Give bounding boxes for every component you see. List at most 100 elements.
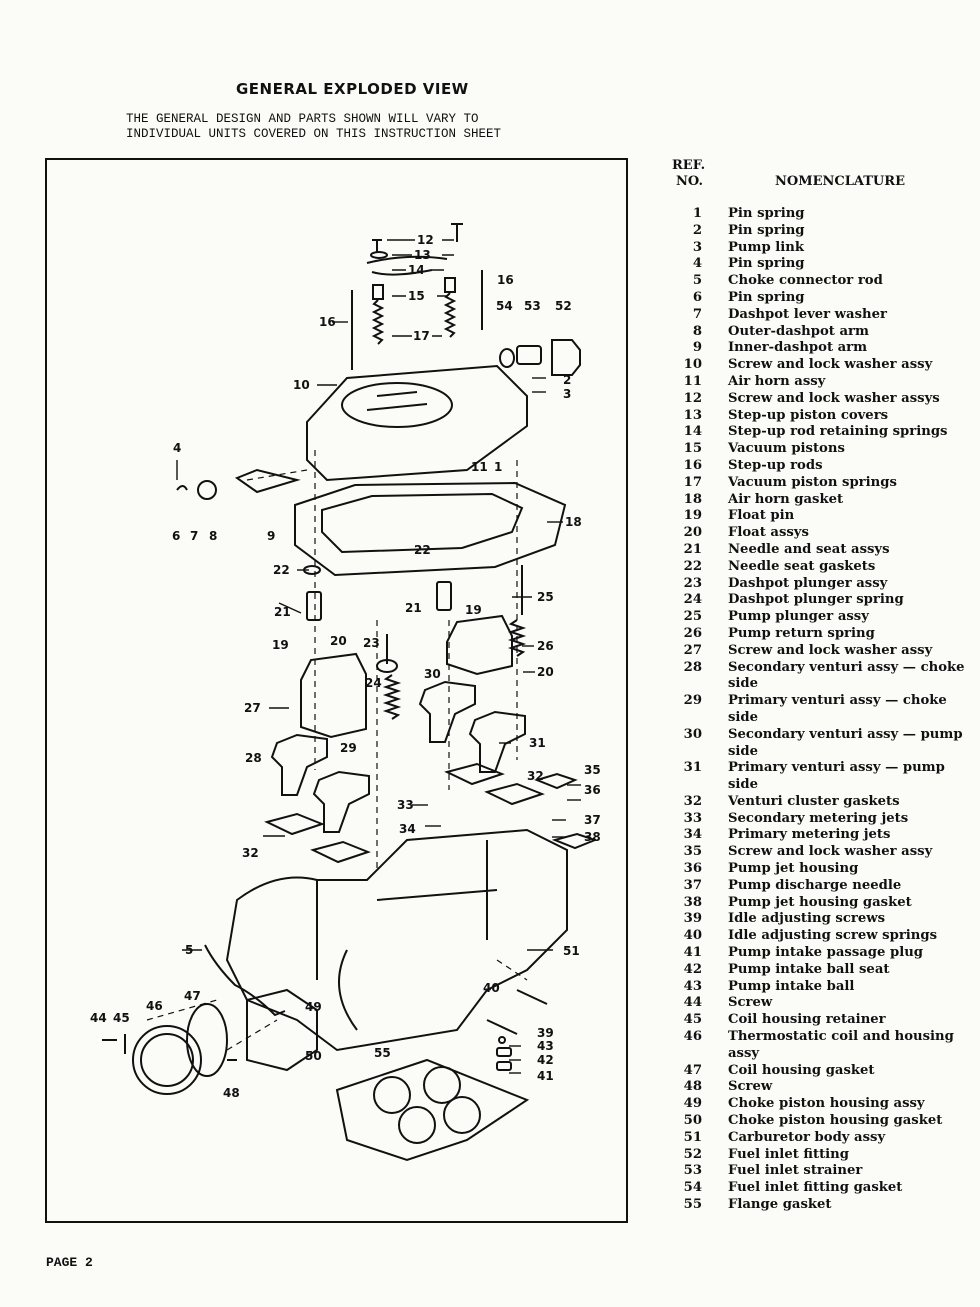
part-ref-number: 18 bbox=[683, 491, 702, 507]
callout-47: 47 bbox=[184, 989, 201, 1003]
parts-list-item: 1 Pin spring bbox=[660, 206, 970, 223]
callout-16-right: 16 bbox=[497, 273, 514, 287]
callout-27: 27 bbox=[244, 701, 261, 715]
part-ref-number: 17 bbox=[683, 474, 702, 490]
callout-32-right: 32 bbox=[527, 769, 544, 783]
callout-11: 11 bbox=[471, 460, 488, 474]
part-name: Pump intake ball bbox=[728, 978, 855, 994]
part-ref-number: 1 bbox=[692, 206, 702, 221]
callout-52: 52 bbox=[555, 299, 572, 313]
part-ref-number: 46 bbox=[683, 1029, 702, 1045]
callout-50: 50 bbox=[305, 1049, 322, 1063]
parts-list-item: 5 Choke connector rod bbox=[660, 273, 970, 290]
callout-19-left: 19 bbox=[272, 638, 289, 652]
part-ref-number: 23 bbox=[683, 575, 702, 591]
callout-45: 45 bbox=[113, 1011, 130, 1025]
part-ref-number: 53 bbox=[683, 1163, 702, 1179]
callout-25: 25 bbox=[537, 590, 554, 604]
part-name: Coil housing retainer bbox=[728, 1012, 886, 1028]
callout-3: 3 bbox=[563, 387, 571, 401]
part-name: Venturi cluster gaskets bbox=[728, 793, 900, 809]
callout-48: 48 bbox=[223, 1086, 240, 1100]
part-ref-number: 41 bbox=[683, 945, 702, 961]
part-name: Pump jet housing gasket bbox=[728, 894, 912, 910]
part-ref-number: 45 bbox=[683, 1012, 702, 1028]
part-name: Pump return spring bbox=[728, 625, 875, 641]
part-ref-number: 5 bbox=[692, 273, 702, 289]
part-name: Pin spring bbox=[728, 222, 805, 238]
part-name: Fuel inlet fitting bbox=[728, 1146, 849, 1162]
part-ref-number: 11 bbox=[683, 373, 702, 389]
part-name: Float pin bbox=[728, 508, 795, 524]
part-ref-number: 34 bbox=[683, 827, 702, 843]
part-ref-number: 13 bbox=[683, 407, 702, 423]
part-name: Choke connector rod bbox=[728, 273, 883, 289]
part-ref-number: 54 bbox=[683, 1180, 702, 1196]
callout-55: 55 bbox=[374, 1046, 391, 1060]
part-ref-number: 37 bbox=[683, 877, 702, 893]
callout-10: 10 bbox=[293, 378, 310, 392]
part-name: Pump intake ball seat bbox=[728, 961, 890, 977]
part-ref-number: 20 bbox=[683, 525, 702, 541]
part-name: Pin spring bbox=[728, 206, 805, 221]
callout-28: 28 bbox=[245, 751, 262, 765]
part-ref-number: 10 bbox=[683, 357, 702, 373]
part-ref-number: 30 bbox=[683, 726, 702, 742]
callout-54: 54 bbox=[496, 299, 513, 313]
page-number: PAGE 2 bbox=[46, 1255, 93, 1270]
part-ref-number: 33 bbox=[683, 810, 702, 826]
part-ref-number: 19 bbox=[683, 508, 702, 524]
part-ref-number: 25 bbox=[683, 609, 702, 625]
part-name: Needle seat gaskets bbox=[728, 558, 876, 574]
part-ref-number: 14 bbox=[683, 424, 702, 440]
part-name: Step-up rods bbox=[728, 457, 823, 473]
part-name: Float assys bbox=[728, 525, 809, 541]
part-name: Carburetor body assy bbox=[728, 1129, 886, 1145]
subtitle-line-1: THE GENERAL DESIGN AND PARTS SHOWN WILL … bbox=[126, 112, 479, 126]
parts-list-item: 34 Primary metering jets bbox=[660, 827, 970, 844]
part-ref-number: 29 bbox=[683, 693, 702, 709]
part-ref-number: 2 bbox=[692, 222, 702, 238]
part-ref-number: 28 bbox=[683, 659, 702, 675]
callout-42: 42 bbox=[537, 1053, 554, 1067]
part-ref-number: 6 bbox=[692, 289, 702, 305]
parts-list-item: 2 Pin spring bbox=[660, 223, 970, 240]
part-ref-number: 50 bbox=[683, 1113, 702, 1129]
part-ref-number: 55 bbox=[683, 1197, 702, 1213]
part-name: Primary metering jets bbox=[728, 827, 891, 843]
callout-16-left: 16 bbox=[319, 315, 336, 329]
callout-22-center: 22 bbox=[414, 543, 431, 557]
page-title: GENERAL EXPLODED VIEW bbox=[236, 80, 469, 98]
part-ref-number: 3 bbox=[692, 239, 702, 255]
callout-46: 46 bbox=[146, 999, 163, 1013]
part-ref-number: 31 bbox=[683, 760, 702, 776]
callout-32-left: 32 bbox=[242, 846, 259, 860]
part-ref-number: 38 bbox=[683, 894, 702, 910]
part-ref-number: 22 bbox=[683, 558, 702, 574]
callout-51: 51 bbox=[563, 944, 580, 958]
part-name: Screw and lock washer assys bbox=[728, 390, 940, 406]
